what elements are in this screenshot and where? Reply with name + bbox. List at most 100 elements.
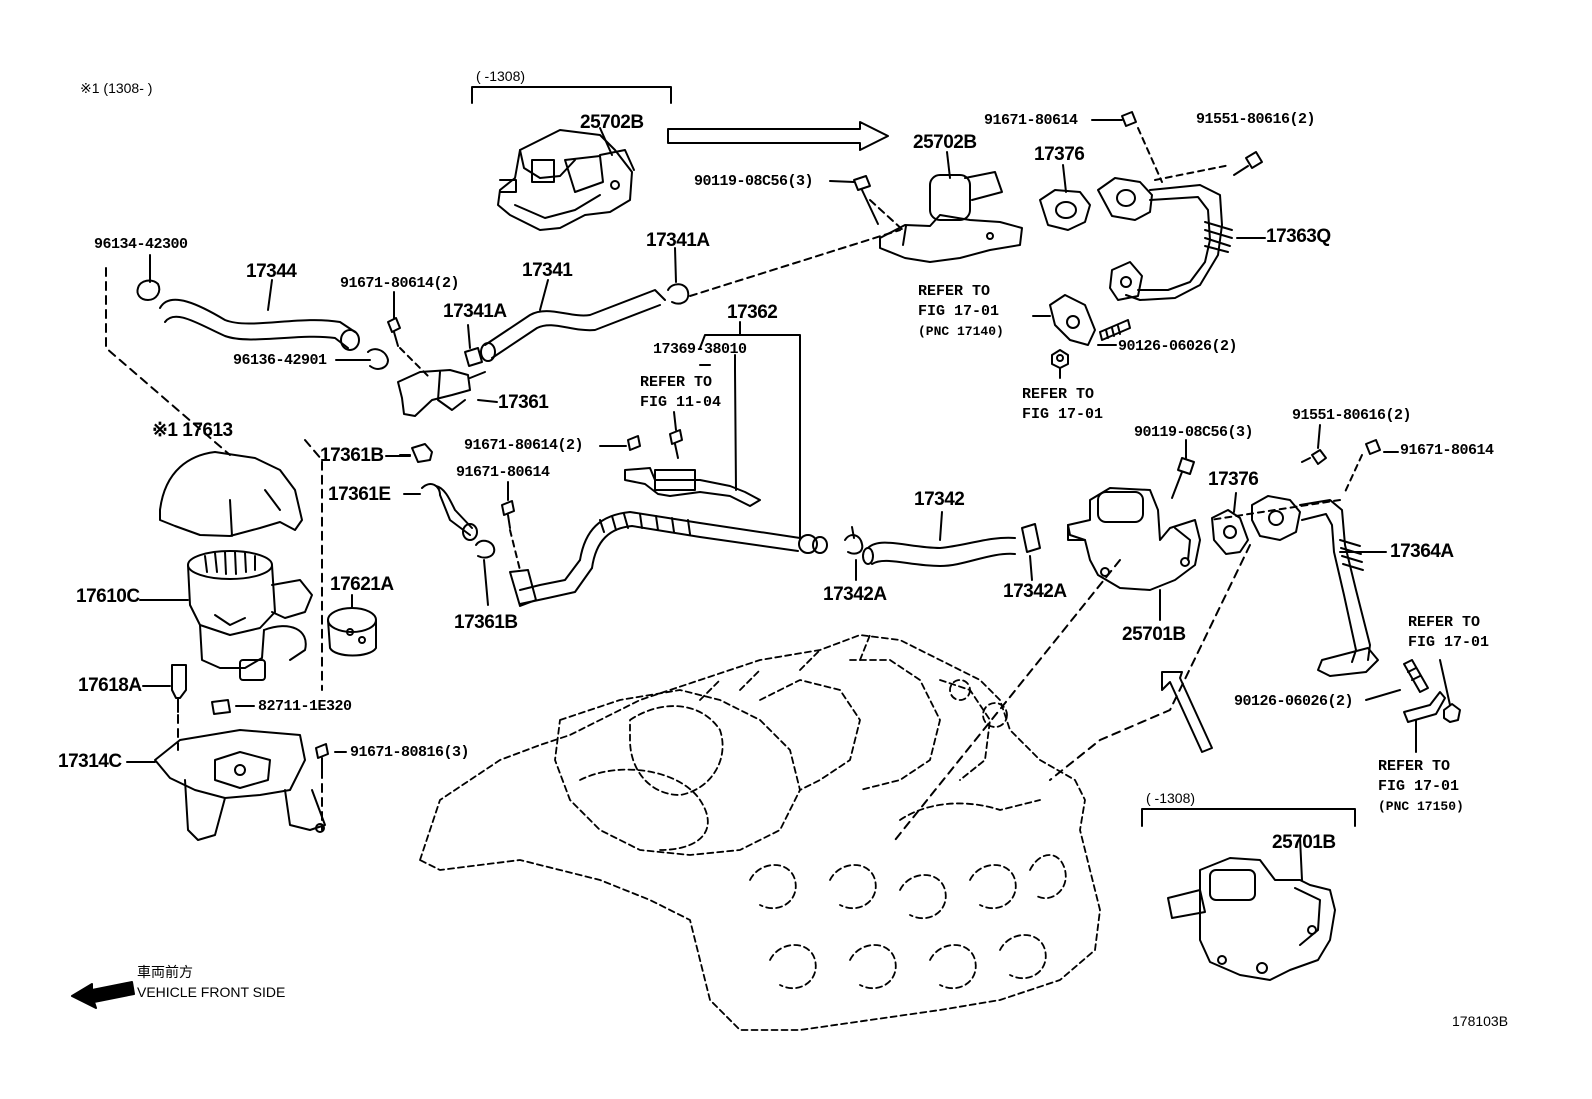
bolt-90119-top-drawing bbox=[853, 175, 879, 225]
part-label-17621a[interactable]: 17621A bbox=[330, 574, 394, 595]
pump-17610c-drawing bbox=[187, 550, 313, 681]
clamp-96134-drawing bbox=[136, 269, 161, 301]
part-label-17342a-right[interactable]: 17342A bbox=[1003, 581, 1067, 602]
refer-fig-17-01-pnc17140[interactable]: REFER TO FIG 17-01 (PNC 17140) bbox=[918, 282, 1004, 342]
part-label-17314c[interactable]: 17314C bbox=[58, 751, 122, 772]
part-label-17369[interactable]: 17369-38010 bbox=[653, 341, 747, 358]
refer-line-1: REFER TO bbox=[1022, 386, 1095, 403]
part-label-91671-mid[interactable]: 91671-80614 bbox=[456, 464, 550, 481]
part-label-82711[interactable]: 82711-1E320 bbox=[258, 698, 352, 715]
refer-line-3: (PNC 17150) bbox=[1378, 799, 1464, 814]
leader-dashed bbox=[1137, 127, 1163, 183]
bracket-top bbox=[471, 86, 672, 104]
clip-82711-drawing bbox=[211, 699, 231, 715]
refer-line-2: FIG 11-04 bbox=[640, 394, 722, 411]
bracket-bottom-right bbox=[1141, 808, 1356, 827]
part-label-17362[interactable]: 17362 bbox=[727, 302, 778, 323]
part-label-25701b-bottom[interactable]: 25701B bbox=[1272, 832, 1336, 853]
part-label-91551-right[interactable]: 91551-80616(2) bbox=[1292, 407, 1412, 424]
part-label-17361[interactable]: 17361 bbox=[498, 392, 549, 413]
part-label-17610c[interactable]: 17610C bbox=[76, 586, 140, 607]
intake-manifold-drawing bbox=[419, 634, 1101, 1031]
part-label-90126-right[interactable]: 90126-06026(2) bbox=[1234, 693, 1354, 710]
leader-dashed bbox=[1344, 454, 1363, 493]
clamp-17361b-bottom-drawing bbox=[475, 539, 496, 559]
pipe-17364a-drawing bbox=[1251, 495, 1379, 677]
nut-top-drawing bbox=[1051, 349, 1069, 369]
part-label-17341a-mid[interactable]: 17341A bbox=[443, 301, 507, 322]
bracket-bottom-label: ( -1308) bbox=[1146, 790, 1196, 806]
leader-dashed bbox=[399, 347, 431, 379]
bolt-91671-2b-drawing bbox=[627, 429, 683, 459]
dashed-leaders-engine bbox=[894, 544, 1251, 841]
bracket-17314c-drawing bbox=[154, 729, 326, 841]
part-label-91671-right[interactable]: 91671-80614 bbox=[1400, 442, 1494, 459]
stud-90126-right-drawing bbox=[1403, 659, 1429, 693]
hose-17341-drawing bbox=[480, 289, 666, 362]
part-label-17613[interactable]: ※1 17613 bbox=[152, 420, 233, 441]
part-label-17342a-left[interactable]: 17342A bbox=[823, 584, 887, 605]
part-label-25701b-mid[interactable]: 25701B bbox=[1122, 624, 1186, 645]
diagram-code: 178103B bbox=[1452, 1013, 1509, 1029]
part-label-25702b-new[interactable]: 25702B bbox=[913, 132, 977, 153]
part-label-17618a[interactable]: 17618A bbox=[78, 675, 142, 696]
part-label-17361b-top[interactable]: 17361B bbox=[320, 445, 384, 466]
hose-17344-drawing bbox=[159, 298, 360, 351]
leader-lines bbox=[142, 119, 1451, 881]
refer-fig-17-01-c[interactable]: REFER TO FIG 17-01 bbox=[1408, 613, 1489, 653]
part-label-17341[interactable]: 17341 bbox=[522, 260, 573, 281]
valve-25702b-new-drawing bbox=[879, 171, 1023, 263]
bracket-17369-drawing bbox=[624, 467, 761, 507]
part-label-17376-top[interactable]: 17376 bbox=[1034, 144, 1085, 165]
leader-dashed bbox=[869, 199, 906, 233]
part-label-91551-top[interactable]: 91551-80616(2) bbox=[1196, 111, 1316, 128]
part-label-25702b-old[interactable]: 25702B bbox=[580, 112, 644, 133]
arrow-up-icon bbox=[1161, 671, 1213, 753]
refer-line-2: FIG 17-01 bbox=[1022, 406, 1104, 423]
part-label-17344[interactable]: 17344 bbox=[246, 261, 297, 282]
leader-dashed bbox=[689, 229, 901, 297]
refer-line-1: REFER TO bbox=[1378, 758, 1451, 775]
bolt-91671-mid-drawing bbox=[501, 500, 515, 529]
part-label-91671-816[interactable]: 91671-80816(3) bbox=[350, 744, 470, 761]
clamp-17341a-top-drawing bbox=[667, 283, 690, 305]
part-label-17341a-top[interactable]: 17341A bbox=[646, 230, 710, 251]
clamp-17361b-top-drawing bbox=[399, 443, 433, 463]
pipe-17363q-drawing bbox=[1097, 177, 1233, 301]
part-label-91671-2a[interactable]: 91671-80614(2) bbox=[340, 275, 460, 292]
bolt-91551-top-drawing bbox=[1233, 151, 1263, 176]
nut-right-drawing bbox=[1443, 703, 1461, 723]
part-label-90119-right[interactable]: 90119-08C56(3) bbox=[1134, 424, 1254, 441]
part-label-17364a[interactable]: 17364A bbox=[1390, 541, 1454, 562]
part-label-96136[interactable]: 96136-42901 bbox=[233, 352, 327, 369]
bolt-90119-right-drawing bbox=[1171, 457, 1195, 499]
part-label-90119-top[interactable]: 90119-08C56(3) bbox=[694, 173, 814, 190]
part-label-91671-2b[interactable]: 91671-80614(2) bbox=[464, 437, 584, 454]
cover-17613-drawing bbox=[159, 451, 303, 537]
refer-fig-17-01-pnc17150[interactable]: REFER TO FIG 17-01 (PNC 17150) bbox=[1378, 757, 1464, 817]
gasket-pnc17140-drawing bbox=[1049, 294, 1096, 346]
refer-fig-11-04[interactable]: REFER TO FIG 11-04 bbox=[640, 373, 721, 413]
refer-fig-17-01-b[interactable]: REFER TO FIG 17-01 bbox=[1022, 385, 1103, 425]
clamp-17342a-left-drawing bbox=[844, 526, 864, 555]
clamp-17341a-mid-drawing bbox=[464, 347, 483, 367]
refer-line-1: REFER TO bbox=[918, 283, 991, 300]
part-label-90126-top[interactable]: 90126-06026(2) bbox=[1118, 338, 1238, 355]
bolt-91671-top-drawing bbox=[1121, 111, 1137, 127]
leader-dashed bbox=[1154, 164, 1231, 181]
refer-line-3: (PNC 17140) bbox=[918, 324, 1004, 339]
part-label-17376-right[interactable]: 17376 bbox=[1208, 469, 1259, 490]
part-label-17342[interactable]: 17342 bbox=[914, 489, 965, 510]
part-label-17363q[interactable]: 17363Q bbox=[1266, 226, 1331, 247]
part-label-17361b-bottom[interactable]: 17361B bbox=[454, 612, 518, 633]
part-label-17361e[interactable]: 17361E bbox=[328, 484, 391, 505]
bracket-top-label: ( -1308) bbox=[476, 68, 526, 84]
vehicle-front-en: VEHICLE FRONT SIDE bbox=[137, 984, 286, 1000]
refer-line-1: REFER TO bbox=[1408, 614, 1481, 631]
bolt-91671-2a-drawing bbox=[387, 317, 401, 347]
part-label-96134[interactable]: 96134-42300 bbox=[94, 236, 188, 253]
part-label-91671-top[interactable]: 91671-80614 bbox=[984, 112, 1078, 129]
leader-dashed bbox=[509, 529, 521, 571]
clamp-17342a-right-drawing bbox=[1021, 523, 1041, 553]
